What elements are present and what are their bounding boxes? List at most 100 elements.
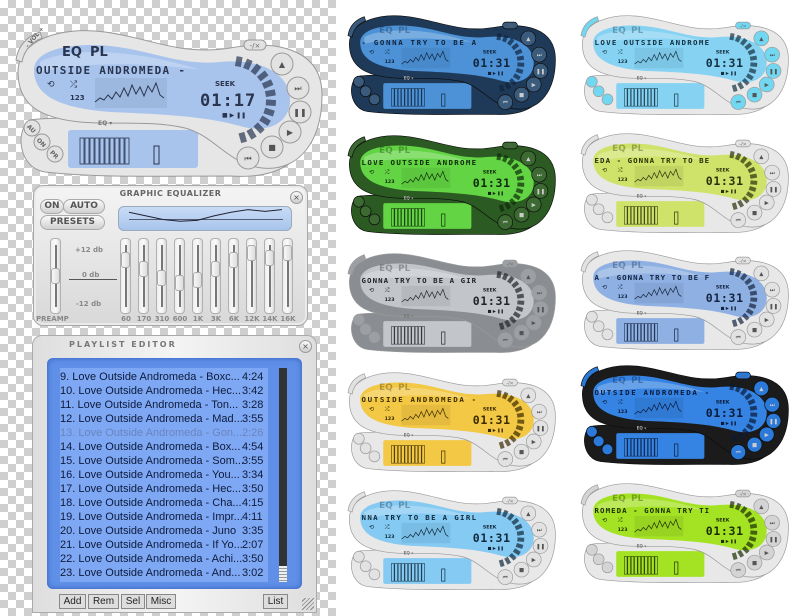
side-button[interactable] — [353, 313, 365, 326]
pl-toggle[interactable]: PL — [398, 383, 410, 393]
eq-toggle[interactable]: EQ — [612, 376, 626, 386]
minimize-close-buttons[interactable]: -/× — [502, 496, 518, 505]
slider-knob[interactable] — [193, 272, 202, 289]
side-button[interactable] — [586, 193, 598, 206]
previous-button[interactable]: ⏮ — [730, 562, 747, 578]
pl-toggle[interactable]: PL — [398, 146, 410, 156]
pause-button[interactable]: ❚❚ — [532, 301, 549, 317]
repeat-icon[interactable]: ⟲ — [369, 524, 374, 531]
playlist-order-icon[interactable]: 123 — [618, 409, 628, 415]
side-button[interactable] — [601, 93, 614, 106]
remove-button[interactable]: Rem — [88, 594, 119, 609]
minimize-close-buttons[interactable]: -/× — [502, 378, 518, 387]
minimize-close-buttons[interactable]: -/× — [502, 259, 518, 268]
eq-toggle[interactable]: EQ — [379, 501, 393, 511]
playlist-track-row[interactable]: 18. Love Outside Andromeda - Cha...4:15 — [60, 497, 268, 511]
stop-button[interactable]: ■ — [746, 204, 763, 221]
play-button[interactable]: ▶ — [525, 314, 542, 331]
shuffle-icon[interactable]: ⤮ — [385, 524, 390, 531]
eq-menu[interactable]: EQ ▾ — [404, 551, 415, 556]
eq-menu[interactable]: EQ ▾ — [404, 76, 415, 81]
pause-button[interactable]: ❚❚ — [765, 531, 782, 547]
eq-toggle[interactable]: EQ — [62, 45, 82, 60]
minimize-close-buttons[interactable]: -/× — [735, 256, 751, 265]
side-button[interactable] — [586, 75, 598, 88]
repeat-icon[interactable]: ⟲ — [369, 169, 374, 176]
resize-grip[interactable] — [302, 598, 314, 610]
play-button[interactable]: ▶ — [758, 76, 775, 93]
pause-button[interactable]: ❚❚ — [765, 298, 782, 314]
side-button[interactable] — [601, 561, 614, 574]
playlist-order-icon[interactable]: 123 — [70, 94, 85, 102]
repeat-icon[interactable]: ⟲ — [369, 49, 374, 56]
side-button[interactable] — [586, 310, 598, 323]
side-button[interactable] — [353, 432, 365, 445]
eject-button[interactable]: ▲ — [520, 268, 537, 285]
side-button[interactable] — [353, 550, 365, 563]
repeat-icon[interactable]: ⟲ — [602, 517, 607, 524]
playlist-order-icon[interactable]: 123 — [385, 297, 395, 303]
volume-tab[interactable] — [580, 134, 600, 156]
playlist-track-row[interactable]: 16. Love Outside Andromeda - You...3:34 — [60, 469, 268, 483]
side-button[interactable] — [359, 560, 372, 573]
playlist-order-icon[interactable]: 123 — [618, 59, 628, 65]
playlist-order-icon[interactable]: 123 — [618, 294, 628, 300]
pause-button[interactable]: ❚❚ — [765, 181, 782, 197]
preamp-slider[interactable] — [50, 238, 61, 314]
side-button[interactable] — [601, 443, 614, 456]
play-button[interactable]: ▶ — [525, 433, 542, 450]
slider-knob[interactable] — [247, 245, 256, 262]
eq-band-slider[interactable] — [228, 238, 239, 314]
minimize-close-buttons[interactable]: -/× — [502, 141, 518, 150]
stop-button[interactable]: ■ — [746, 86, 763, 103]
eject-button[interactable]: ▲ — [270, 52, 294, 76]
side-button[interactable]: ON — [33, 133, 51, 151]
stop-button[interactable]: ■ — [513, 443, 530, 460]
eject-button[interactable]: ▲ — [520, 387, 537, 404]
side-button[interactable] — [368, 331, 381, 344]
eq-toggle[interactable]: EQ — [612, 26, 626, 36]
volume-tab[interactable] — [347, 491, 367, 513]
side-button[interactable] — [368, 93, 381, 106]
playlist-track-row[interactable]: 11. Love Outside Andromeda - Ton...3:28 — [60, 399, 268, 413]
shuffle-icon[interactable]: ⤮ — [70, 80, 77, 90]
side-button[interactable] — [586, 543, 598, 556]
eject-button[interactable]: ▲ — [753, 380, 770, 397]
next-button[interactable]: ⏭ — [764, 514, 780, 531]
select-button[interactable]: Sel — [121, 594, 145, 609]
shuffle-icon[interactable]: ⤮ — [618, 284, 623, 291]
eq-band-slider[interactable] — [138, 238, 149, 314]
eq-on-button[interactable]: ON — [40, 199, 64, 214]
minimize-close-buttons[interactable]: -/× — [735, 21, 751, 30]
misc-button[interactable]: Misc — [146, 594, 176, 609]
repeat-icon[interactable]: ⟲ — [602, 167, 607, 174]
playlist-track-row[interactable]: 23. Love Outside Andromeda - And...3:02 — [60, 567, 268, 581]
playlist-order-icon[interactable]: 123 — [618, 177, 628, 183]
previous-button[interactable]: ⏮ — [497, 94, 514, 110]
eq-band-slider[interactable] — [120, 238, 131, 314]
slider-knob[interactable] — [283, 245, 292, 262]
side-button[interactable] — [359, 205, 372, 218]
pl-toggle[interactable]: PL — [90, 45, 108, 60]
play-button[interactable]: ▶ — [278, 120, 302, 144]
minimize-close-buttons[interactable]: -/× — [243, 39, 267, 51]
side-button[interactable] — [601, 328, 614, 341]
pl-toggle[interactable]: PL — [631, 376, 643, 386]
stop-button[interactable]: ■ — [260, 135, 284, 159]
playlist-scrollbar[interactable] — [279, 368, 287, 582]
minimize-close-buttons[interactable]: -/× — [735, 489, 751, 498]
play-button[interactable]: ▶ — [758, 544, 775, 561]
pl-toggle[interactable]: PL — [631, 261, 643, 271]
side-button[interactable] — [353, 75, 365, 88]
playlist-track-row[interactable]: 15. Love Outside Andromeda - Som...3:55 — [60, 455, 268, 469]
next-button[interactable]: ⏭ — [286, 76, 310, 100]
side-button[interactable]: PR — [46, 145, 64, 163]
previous-button[interactable]: ⏮ — [497, 569, 514, 585]
pause-button[interactable]: ❚❚ — [532, 538, 549, 554]
next-button[interactable]: ⏭ — [531, 521, 547, 538]
eq-toggle[interactable]: EQ — [379, 26, 393, 36]
eq-menu[interactable]: EQ ▾ — [637, 544, 648, 549]
previous-button[interactable]: ⏮ — [497, 214, 514, 230]
volume-tab[interactable] — [580, 16, 600, 38]
